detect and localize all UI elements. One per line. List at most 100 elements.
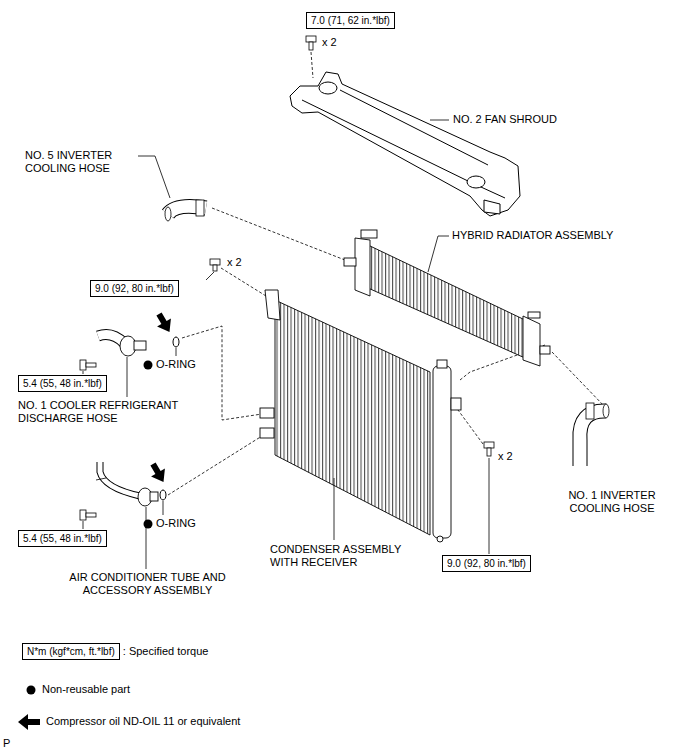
condenser	[433, 366, 451, 538]
bolt	[80, 360, 96, 370]
inverter-hose	[580, 403, 609, 466]
ac-tube	[96, 478, 106, 480]
legend-text: Compressor oil ND-OIL 11 or equivalent	[46, 715, 240, 728]
bolt	[80, 510, 96, 520]
leader-line	[138, 156, 170, 198]
bolt	[86, 513, 96, 517]
leader-line	[428, 236, 449, 272]
assembly-line	[221, 268, 266, 296]
condenser	[451, 398, 461, 410]
torque-value: 7.0 (71, 62 in.*lbf)	[311, 14, 390, 27]
assembly-line	[458, 410, 483, 444]
discharge-hose	[134, 341, 146, 350]
condenser	[437, 536, 443, 542]
part-name: O-RING	[156, 358, 196, 371]
bolt	[86, 363, 96, 367]
oil-arrow	[146, 460, 170, 486]
hybrid-radiator	[368, 245, 525, 358]
fan-shroud	[340, 90, 488, 165]
leader-line	[83, 521, 84, 529]
legend-arrow-sample	[18, 714, 40, 730]
oil-arrow	[152, 310, 176, 336]
fan-shroud	[467, 176, 485, 188]
torque-box: 5.4 (55, 48 in.*lbf)	[18, 530, 107, 547]
discharge-hose	[173, 337, 179, 347]
torque-box: 7.0 (71, 62 in.*lbf)	[306, 12, 395, 29]
leader-line	[206, 272, 214, 280]
non-reusable-dot	[144, 520, 153, 529]
non-reusable-dot	[144, 361, 153, 370]
ac-tube	[160, 490, 166, 500]
leader-line	[163, 501, 164, 515]
discharge-hose	[98, 335, 124, 343]
ac-tube	[150, 492, 158, 501]
assembly-line	[552, 352, 606, 408]
assembly-line	[212, 208, 350, 262]
discharge-hose	[98, 335, 124, 343]
ac-tube	[100, 462, 140, 496]
bolt	[306, 36, 316, 50]
leader-line	[146, 507, 147, 569]
figure-code: P	[3, 737, 10, 750]
torque-value: 9.0 (92, 80 in.*lbf)	[95, 282, 174, 295]
condenser	[260, 428, 274, 438]
hybrid-radiator	[355, 238, 370, 296]
torque-box: 9.0 (92, 80 in.*lbf)	[90, 280, 179, 297]
torque-value: 5.4 (55, 48 in.*lbf)	[23, 377, 102, 390]
bolt	[484, 442, 494, 456]
condenser	[265, 290, 280, 320]
torque-value: N*m (kgf*cm, ft.*lbf)	[27, 645, 115, 658]
ac-tube	[100, 462, 140, 496]
condenser	[260, 408, 274, 418]
torque-value: 5.4 (55, 48 in.*lbf)	[23, 532, 102, 545]
legend-text: Non-reusable part	[42, 683, 130, 696]
legend-torque-box: N*m (kgf*cm, ft.*lbf)	[22, 643, 120, 660]
part-name: NO. 1 COOLER REFRIGERANT DISCHARGE HOSE	[18, 399, 193, 425]
bolt	[306, 36, 316, 42]
legend-text: : Specified torque	[123, 645, 209, 658]
inverter-hose	[165, 207, 171, 221]
leader-line	[176, 348, 177, 356]
hybrid-radiator	[528, 312, 540, 318]
discharge-hose	[98, 335, 179, 356]
torque-value: 9.0 (92, 80 in.*lbf)	[447, 557, 526, 570]
fan-shroud	[484, 200, 500, 214]
fan-shroud	[290, 72, 520, 216]
quantity: x 2	[498, 450, 513, 463]
inverter-hose	[165, 200, 206, 221]
hybrid-radiator	[344, 258, 356, 266]
leader-line	[334, 478, 335, 540]
leader-line	[127, 357, 128, 397]
bolt	[484, 442, 494, 448]
inverter-hose	[603, 404, 609, 418]
fan-shroud	[290, 72, 520, 216]
bolt	[80, 510, 86, 520]
assembly-line	[182, 326, 262, 420]
condenser	[260, 290, 461, 542]
bolt	[213, 265, 217, 271]
bolt	[80, 360, 86, 370]
condenser	[437, 360, 447, 368]
bolt	[309, 42, 313, 50]
bolt	[210, 259, 220, 271]
part-name: HYBRID RADIATOR ASSEMBLY	[452, 229, 613, 242]
leader-line	[430, 120, 449, 121]
legend-dot-sample	[27, 686, 36, 695]
part-name: AIR CONDITIONER TUBE AND ACCESSORY ASSEM…	[50, 571, 245, 597]
leader-line	[489, 458, 490, 554]
part-name: CONDENSER ASSEMBLY WITH RECEIVER	[270, 543, 410, 569]
leader-line	[83, 371, 84, 374]
part-name: NO. 2 FAN SHROUD	[453, 113, 557, 126]
bolt	[487, 448, 491, 456]
hybrid-radiator	[344, 230, 550, 366]
hybrid-radiator	[361, 230, 377, 238]
inverter-hose	[586, 403, 594, 419]
hybrid-radiator	[523, 316, 540, 366]
inverter-hose	[196, 200, 204, 216]
fan-shroud	[319, 82, 337, 94]
torque-box: 5.4 (55, 48 in.*lbf)	[18, 375, 107, 392]
part-name: NO. 1 INVERTER COOLING HOSE	[552, 489, 672, 515]
torque-box: 9.0 (92, 80 in.*lbf)	[442, 555, 531, 572]
quantity: x 2	[227, 256, 242, 269]
